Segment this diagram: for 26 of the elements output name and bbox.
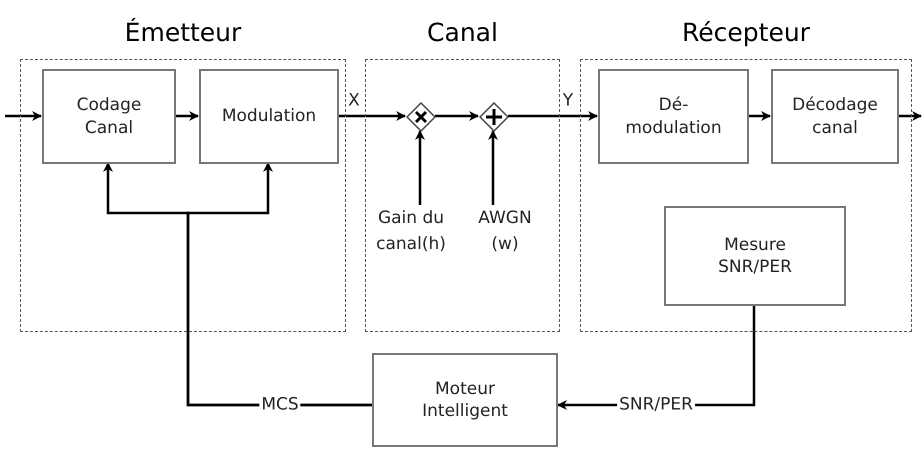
process-box: Codage Canal <box>42 69 176 164</box>
group-heading: Émetteur <box>124 16 242 49</box>
edge-label: X <box>348 92 360 110</box>
arrow <box>435 111 479 121</box>
multiplier-symbol <box>406 102 436 132</box>
arrow <box>338 111 406 121</box>
process-box: Mesure SNR/PER <box>664 206 846 306</box>
arrow <box>5 111 42 121</box>
arrow <box>488 130 498 205</box>
group-heading: Canal <box>426 17 499 49</box>
group-heading: Récepteur <box>681 17 811 49</box>
input-label: AWGN (w) <box>469 206 541 262</box>
input-label: Gain du canal(h) <box>369 206 453 262</box>
arrow <box>748 111 771 121</box>
adder-symbol <box>479 102 509 132</box>
arrow <box>898 111 922 121</box>
arrow <box>186 162 372 406</box>
process-box: Modulation <box>199 69 339 164</box>
arrow <box>415 130 425 205</box>
edge-label: Y <box>562 92 574 110</box>
arrow <box>175 111 199 121</box>
process-box: Dé- modulation <box>598 69 749 164</box>
edge-label: SNR/PER <box>617 396 695 414</box>
process-box: Décodage canal <box>771 69 899 164</box>
arrow <box>508 111 598 121</box>
process-box: Moteur Intelligent <box>372 353 558 447</box>
